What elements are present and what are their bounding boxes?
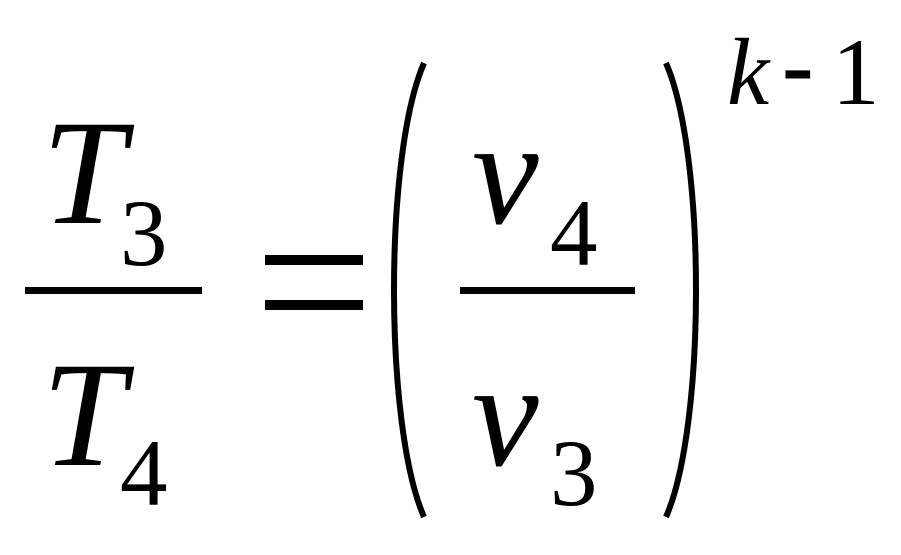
right-numerator-base: v [472, 90, 539, 256]
left-denominator-base: T [42, 332, 126, 498]
exponent-operator: - [782, 12, 814, 118]
exponent-variable: k [727, 19, 770, 125]
equals-top-bar [265, 255, 363, 265]
left-numerator-base: T [42, 90, 126, 256]
right-fraction-bar [460, 287, 635, 294]
left-denominator-subscript: 4 [120, 420, 168, 526]
right-numerator-subscript: 4 [550, 180, 598, 286]
left-numerator-subscript: 3 [120, 180, 168, 286]
right-denominator-subscript: 3 [550, 420, 598, 526]
exponent-constant: 1 [832, 19, 880, 125]
left-parenthesis [391, 61, 427, 519]
left-fraction-bar [25, 287, 202, 294]
equals-bottom-bar [265, 300, 363, 310]
right-denominator-base: v [472, 332, 539, 498]
right-parenthesis [663, 61, 699, 519]
